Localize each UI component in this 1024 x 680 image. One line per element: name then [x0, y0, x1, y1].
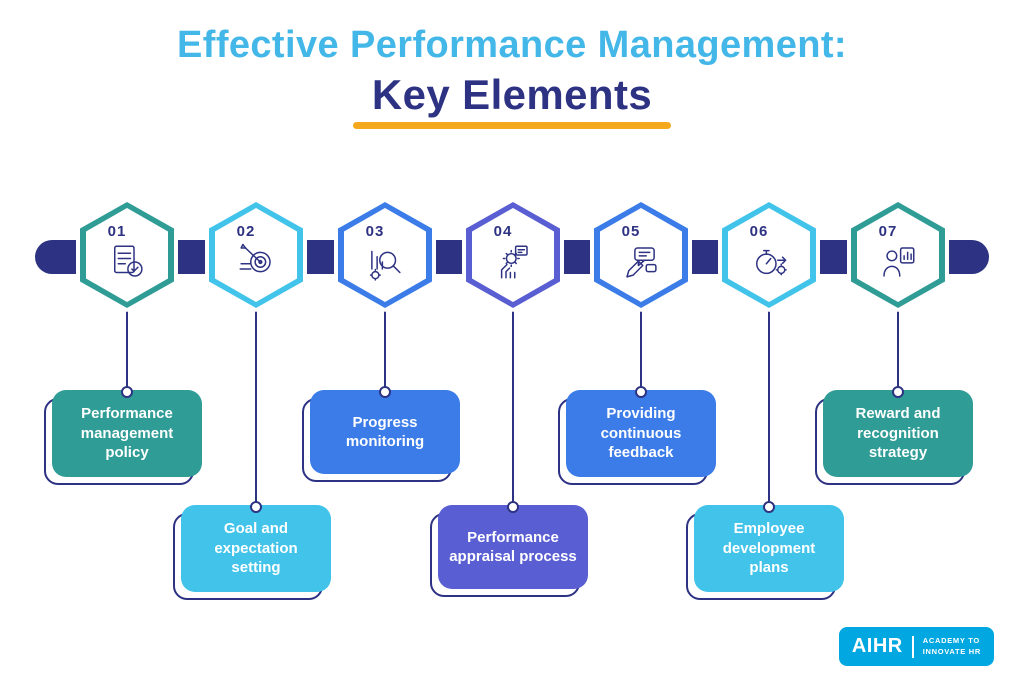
step-number: 03 [365, 223, 385, 240]
label-box: Performance management policy [44, 390, 202, 485]
person-recognition-chart-icon [876, 241, 920, 288]
timeline-item: Performance management policy 01 [44, 198, 202, 638]
hexagon-step: 05 [590, 198, 692, 312]
connector-node [507, 501, 519, 513]
connector-node [379, 386, 391, 398]
hexagon-step: 01 [76, 198, 178, 312]
pencil-chat-feedback-icon [619, 241, 663, 288]
label-box: Performance appraisal process [430, 505, 588, 597]
logo-brand-text: AIHR [851, 635, 903, 657]
stopwatch-development-icon [747, 241, 791, 288]
hexagon-step: 02 [205, 198, 307, 312]
label-box-text: Goal and expectation setting [181, 505, 331, 592]
aihr-logo: AIHR ACADEMY TO INNOVATE HR [838, 627, 994, 666]
timeline-item: Employee development plans 06 [686, 198, 844, 638]
label-box-text: Providing continuous feedback [566, 390, 716, 477]
logo-divider [911, 635, 914, 658]
connector-line [897, 304, 899, 392]
hexagon-step: 06 [718, 198, 820, 312]
title-underline-accent [353, 122, 671, 129]
logo-tagline-line2: INNOVATE HR [922, 646, 981, 656]
label-box: Goal and expectation setting [173, 505, 331, 600]
connector-line [512, 304, 514, 507]
goal-target-icon [234, 241, 278, 288]
step-number: 04 [493, 223, 513, 240]
hexagon-step: 04 [462, 198, 564, 312]
hexagon-step: 03 [334, 198, 436, 312]
label-box-text: Reward and recognition strategy [823, 390, 973, 477]
connector-node [635, 386, 647, 398]
connector-line [384, 304, 386, 392]
connector-node [250, 501, 262, 513]
timeline-item: Goal and expectation setting 02 [173, 198, 331, 638]
step-number: 07 [878, 223, 898, 240]
label-box: Employee development plans [686, 505, 844, 600]
step-number: 02 [236, 223, 256, 240]
title-line1: Effective Performance Management: [177, 24, 847, 66]
step-number: 01 [107, 223, 127, 240]
step-number: 05 [621, 223, 641, 240]
step-number: 06 [749, 223, 769, 240]
label-box: Progress monitoring [302, 390, 460, 482]
label-box-text: Progress monitoring [310, 390, 460, 474]
label-box-text: Performance appraisal process [438, 505, 588, 589]
connector-line [126, 304, 128, 392]
label-box: Reward and recognition strategy [815, 390, 973, 485]
hand-gear-appraisal-icon [491, 241, 535, 288]
connector-line [255, 304, 257, 507]
header: Effective Performance Management: Key El… [0, 24, 1024, 129]
label-box: Providing continuous feedback [558, 390, 716, 485]
logo-tagline-line1: ACADEMY TO [922, 636, 980, 645]
chart-magnifier-icon [363, 241, 407, 288]
timeline-item: Performance appraisal process 04 [430, 198, 588, 638]
connector-node [763, 501, 775, 513]
title-line2: Key Elements [371, 71, 653, 118]
label-box-text: Performance management policy [52, 390, 202, 477]
connector-node [892, 386, 904, 398]
timeline-item: Providing continuous feedback 05 [558, 198, 716, 638]
connector-line [640, 304, 642, 392]
connector-node [121, 386, 133, 398]
policy-document-icon [105, 241, 149, 288]
hexagon-step: 07 [847, 198, 949, 312]
timeline-item: Reward and recognition strategy 07 [815, 198, 973, 638]
logo-tagline: ACADEMY TO INNOVATE HR [923, 636, 981, 657]
timeline-item: Progress monitoring 03 [302, 198, 460, 638]
connector-line [768, 304, 770, 507]
label-box-text: Employee development plans [694, 505, 844, 592]
